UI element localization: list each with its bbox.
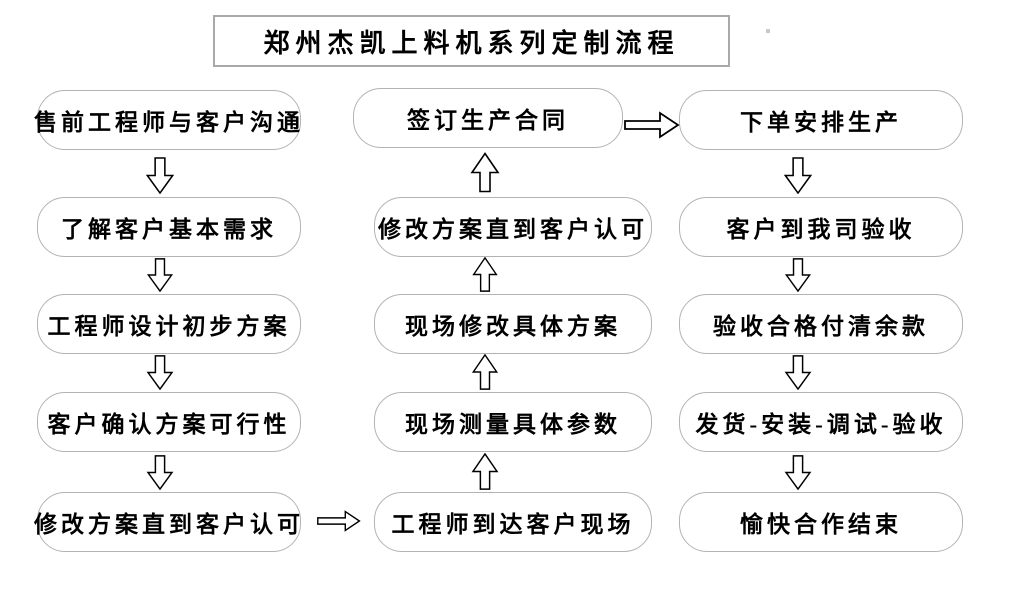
flowchart-title: 郑州杰凯上料机系列定制流程 <box>213 15 730 67</box>
step-happy-cooperation-end: 愉快合作结束 <box>679 492 963 552</box>
arrow-down-icon <box>783 157 813 194</box>
step-place-order-production: 下单安排生产 <box>679 90 963 150</box>
arrow-right-icon <box>317 510 361 532</box>
arrow-down-icon <box>146 355 174 390</box>
arrow-right-icon <box>624 111 680 139</box>
arrow-down-icon <box>784 355 812 390</box>
step-onsite-measure-parameters: 现场测量具体参数 <box>374 392 652 452</box>
step-revise-plan-until-approved-2: 修改方案直到客户认可 <box>374 197 652 257</box>
stray-dot <box>766 29 770 33</box>
arrow-down-icon <box>784 258 812 292</box>
step-understand-needs: 了解客户基本需求 <box>37 197 301 257</box>
step-sign-contract: 签订生产合同 <box>353 88 623 148</box>
arrow-up-icon <box>471 453 499 490</box>
arrow-down-icon <box>146 455 174 490</box>
step-pay-balance-after-acceptance: 验收合格付清余款 <box>679 294 963 354</box>
step-confirm-feasibility: 客户确认方案可行性 <box>37 392 301 452</box>
arrow-up-icon <box>471 354 499 390</box>
step-design-preliminary-plan: 工程师设计初步方案 <box>37 294 301 354</box>
step-presales-communication: 售前工程师与客户沟通 <box>34 90 301 150</box>
step-ship-install-debug-accept: 发货-安装-调试-验收 <box>679 392 963 452</box>
arrow-down-icon <box>784 455 812 490</box>
step-revise-plan-until-approved: 修改方案直到客户认可 <box>34 492 301 552</box>
arrow-down-icon <box>145 157 175 194</box>
arrow-up-icon <box>470 152 500 193</box>
arrow-up-icon <box>472 257 498 292</box>
step-customer-acceptance-visit: 客户到我司验收 <box>679 197 963 257</box>
step-onsite-modify-plan: 现场修改具体方案 <box>374 294 652 354</box>
arrow-down-icon <box>146 258 174 292</box>
step-engineer-arrives-site: 工程师到达客户现场 <box>374 492 652 552</box>
